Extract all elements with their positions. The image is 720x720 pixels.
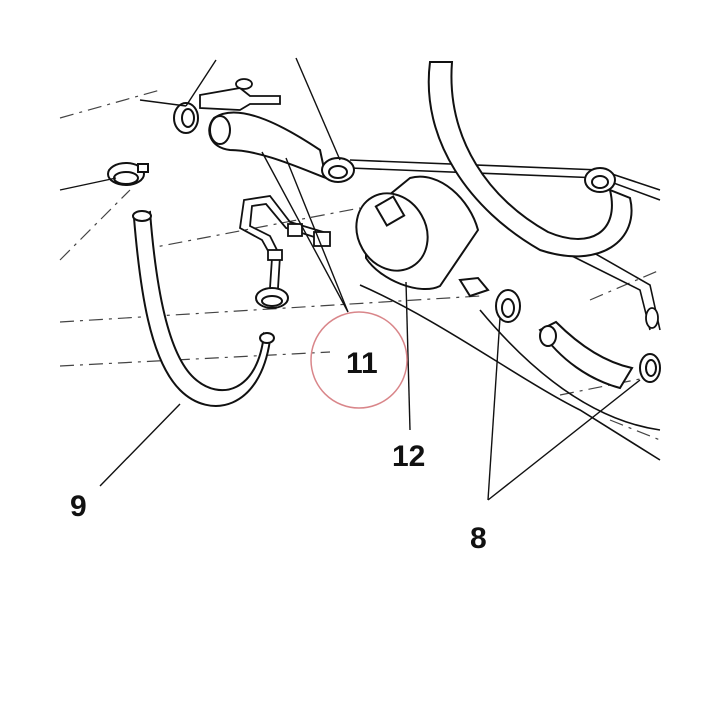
- hose-11: [208, 111, 328, 180]
- hose-clamp-icon: [495, 289, 521, 323]
- callout-11: 11: [346, 347, 378, 380]
- hose-clamp-icon: [107, 162, 149, 186]
- pipe-fitting-icon: [199, 78, 281, 111]
- fuel-pipe: [239, 195, 331, 289]
- hose-clamp-icon: [321, 157, 355, 183]
- highlight-circle: [310, 311, 408, 409]
- hose-clamp-icon: [639, 353, 661, 383]
- hose-9: [132, 210, 275, 407]
- hose-clamp-icon: [173, 102, 199, 134]
- fuel-filter: [355, 175, 490, 298]
- callout-8: 8: [470, 522, 487, 555]
- callout-9: 9: [70, 490, 87, 523]
- hose-8-lower: [538, 320, 634, 390]
- pipe-fitting-icon: [645, 307, 659, 329]
- callout-12: 12: [392, 440, 425, 473]
- leader-lines: [59, 57, 641, 501]
- hose-clamp-icon: [255, 287, 289, 309]
- hose-clamp-icon: [584, 167, 616, 193]
- hose-8-upper: [427, 61, 633, 258]
